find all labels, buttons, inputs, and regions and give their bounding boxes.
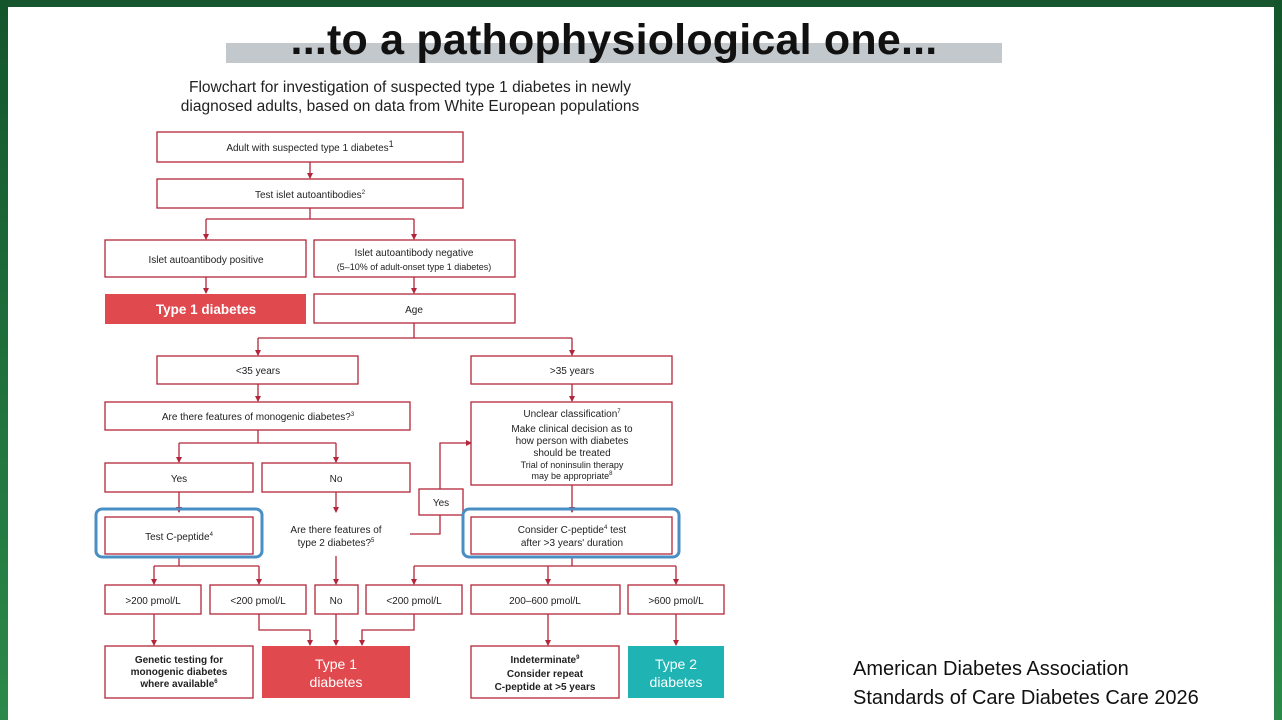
svg-text:No: No xyxy=(330,474,343,485)
node-adult: Adult with suspected type 1 diabetes1 xyxy=(156,131,464,163)
svg-text:Are there features of: Are there features of xyxy=(290,525,381,536)
edge-age-split xyxy=(258,323,572,339)
node-age: Age xyxy=(313,293,516,324)
svg-text:Test islet autoantibodies2: Test islet autoantibodies2 xyxy=(255,190,366,201)
node-type2-features: Are there features of type 2 diabetes?5 xyxy=(290,525,381,549)
svg-text:Consider C-peptide4 test: Consider C-peptide4 test xyxy=(518,525,627,536)
svg-text:Yes: Yes xyxy=(433,498,449,509)
edge-monogenic-split xyxy=(179,430,336,444)
title-underline-bar xyxy=(226,43,1002,63)
node-gt600: >600 pmol/L xyxy=(627,584,725,615)
node-yes-mid: Yes xyxy=(418,488,464,516)
node-type1-top: Type 1 diabetes xyxy=(105,294,306,324)
edge-lt200-left-to-type1 xyxy=(258,614,313,646)
node-200-600: 200–600 pmol/L xyxy=(470,584,621,615)
svg-text:<35 years: <35 years xyxy=(236,366,280,377)
svg-text:after >3 years' duration: after >3 years' duration xyxy=(521,538,623,549)
node-monogenic: Are there features of monogenic diabetes… xyxy=(104,401,411,431)
node-gt200: >200 pmol/L xyxy=(104,584,202,615)
svg-text:Type 1 diabetes: Type 1 diabetes xyxy=(156,302,256,317)
citation: American Diabetes Association Standards … xyxy=(853,655,1263,713)
svg-text:No: No xyxy=(330,596,343,607)
svg-text:Type 2: Type 2 xyxy=(655,656,697,672)
svg-text:Are there features of monogeni: Are there features of monogenic diabetes… xyxy=(162,412,355,423)
citation-line1: American Diabetes Association xyxy=(853,658,1129,680)
svg-text:Test C-peptide4: Test C-peptide4 xyxy=(145,532,213,543)
window-frame-left xyxy=(0,0,8,720)
node-lt200-right: <200 pmol/L xyxy=(365,584,463,615)
node-ab-negative: Islet autoantibody negative (5–10% of ad… xyxy=(313,239,516,278)
svg-text:Age: Age xyxy=(405,305,423,316)
flowchart-title-line1: Flowchart for investigation of suspected… xyxy=(189,79,631,96)
svg-text:monogenic diabetes: monogenic diabetes xyxy=(131,667,228,678)
svg-text:Islet autoantibody negative: Islet autoantibody negative xyxy=(355,248,474,259)
node-no: No xyxy=(261,462,411,493)
node-unclear: Unclear classification7 Make clinical de… xyxy=(470,401,673,486)
window-frame-top xyxy=(0,0,1282,7)
slide-title: ...to a pathophysiological one... xyxy=(290,16,938,64)
node-yes: Yes xyxy=(104,462,254,493)
edge-test-split xyxy=(206,208,414,220)
window-frame-right xyxy=(1274,0,1282,720)
svg-text:>600 pmol/L: >600 pmol/L xyxy=(648,596,704,607)
svg-text:how person with diabetes: how person with diabetes xyxy=(516,436,629,447)
svg-text:diabetes: diabetes xyxy=(650,674,703,690)
node-no-bottom: No xyxy=(314,584,359,615)
svg-text:should be treated: should be treated xyxy=(533,448,610,459)
edge-lt200-right-to-type1 xyxy=(359,614,415,646)
svg-text:may be appropriate8: may be appropriate8 xyxy=(532,471,614,481)
svg-text:Consider repeat: Consider repeat xyxy=(507,669,584,680)
highlight-consider-cpeptide xyxy=(461,507,681,559)
svg-text:(5–10% of adult-onset type 1 d: (5–10% of adult-onset type 1 diabetes) xyxy=(337,262,492,272)
highlight-test-cpeptide xyxy=(94,507,264,559)
node-consider-cpeptide: Consider C-peptide4 test after >3 years'… xyxy=(470,516,673,555)
flowchart-edges xyxy=(151,162,679,646)
svg-text:<200 pmol/L: <200 pmol/L xyxy=(386,596,442,607)
svg-text:where available6: where available6 xyxy=(139,679,218,690)
citation-line2: Standards of Care Diabetes Care 2026 xyxy=(853,687,1199,709)
node-test-islet: Test islet autoantibodies2 xyxy=(156,178,464,209)
svg-text:>35 years: >35 years xyxy=(550,366,594,377)
svg-text:diabetes: diabetes xyxy=(310,674,363,690)
node-genetic-testing: Genetic testing for monogenic diabetes w… xyxy=(104,645,254,699)
svg-text:Trial of noninsulin therapy: Trial of noninsulin therapy xyxy=(521,460,624,470)
node-over35: >35 years xyxy=(470,355,673,385)
node-type2: Type 2 diabetes xyxy=(628,646,724,698)
node-type1-bottom: Type 1 diabetes xyxy=(262,646,410,698)
svg-text:Type 1: Type 1 xyxy=(315,656,357,672)
svg-text:Islet autoantibody positive: Islet autoantibody positive xyxy=(148,255,264,266)
svg-text:Indeterminate9: Indeterminate9 xyxy=(511,655,581,666)
node-test-cpeptide: Test C-peptide4 xyxy=(104,516,254,555)
svg-text:Genetic testing for: Genetic testing for xyxy=(135,655,223,666)
node-ab-positive: Islet autoantibody positive xyxy=(104,239,307,278)
svg-text:Unclear classification7: Unclear classification7 xyxy=(523,409,621,420)
svg-text:Yes: Yes xyxy=(171,474,187,485)
svg-text:Make clinical decision as to: Make clinical decision as to xyxy=(511,424,633,435)
flowchart-title-line2: diagnosed adults, based on data from Whi… xyxy=(180,98,640,115)
svg-text:200–600 pmol/L: 200–600 pmol/L xyxy=(509,596,581,607)
svg-text:type 2 diabetes?5: type 2 diabetes?5 xyxy=(298,538,375,549)
svg-text:<200 pmol/L: <200 pmol/L xyxy=(230,596,286,607)
flowchart-title: Flowchart for investigation of suspected… xyxy=(150,78,670,116)
node-indeterminate: Indeterminate9 Consider repeat C-peptide… xyxy=(470,645,620,699)
svg-text:>200 pmol/L: >200 pmol/L xyxy=(125,596,181,607)
node-under35: <35 years xyxy=(156,355,359,385)
svg-text:C-peptide at >5 years: C-peptide at >5 years xyxy=(495,682,596,693)
svg-text:Adult with suspected type 1 di: Adult with suspected type 1 diabetes1 xyxy=(226,139,393,154)
node-lt200-left: <200 pmol/L xyxy=(209,584,307,615)
